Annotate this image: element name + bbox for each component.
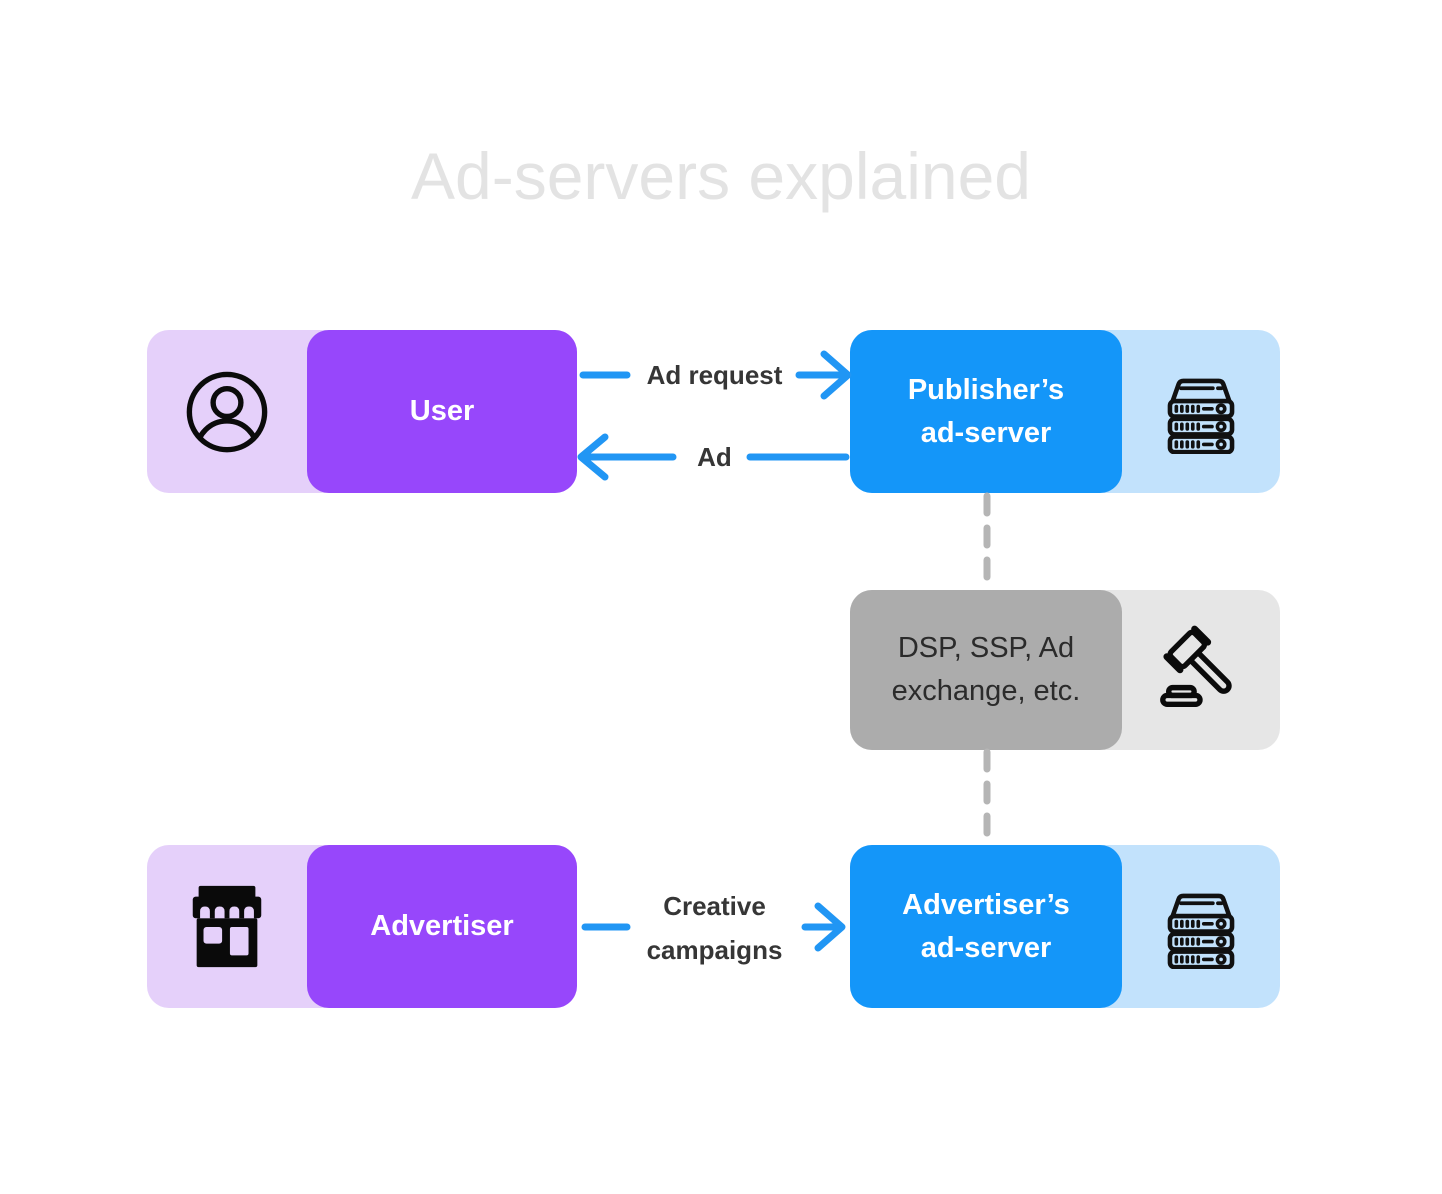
store-icon bbox=[180, 881, 274, 973]
publisher-icon-cell bbox=[1122, 330, 1280, 493]
publisher-adserver-node: Publisher’s ad-server bbox=[850, 330, 1280, 493]
dsp-icon-cell bbox=[1122, 590, 1280, 750]
publisher-label-box: Publisher’s ad-server bbox=[850, 330, 1122, 493]
advertiser-adserver-node: Advertiser’s ad-server bbox=[850, 845, 1280, 1008]
dsp-label-line2: exchange, etc. bbox=[891, 675, 1081, 707]
creative-campaigns-label: Creative campaigns bbox=[577, 884, 852, 972]
dsp-label-line1: DSP, SSP, Ad bbox=[897, 632, 1075, 664]
ad-request-arrow bbox=[579, 350, 852, 400]
dsp-node: DSP, SSP, Ad exchange, etc. bbox=[850, 590, 1280, 750]
connector-publisher-dsp bbox=[983, 492, 991, 592]
page-title: Ad-servers explained bbox=[411, 139, 1031, 213]
advertiser-adserver-icon-cell bbox=[1122, 845, 1280, 1008]
user-label-box: User bbox=[307, 330, 577, 493]
creative-campaigns-line1: Creative bbox=[663, 891, 766, 921]
advertiser-label: Advertiser bbox=[370, 910, 514, 942]
user-icon bbox=[184, 369, 270, 455]
dsp-label-box: DSP, SSP, Ad exchange, etc. bbox=[850, 590, 1122, 750]
advertiser-adserver-label-line1: Advertiser’s bbox=[902, 888, 1070, 921]
user-icon-cell bbox=[147, 330, 307, 493]
ad-label: Ad bbox=[697, 441, 732, 472]
creative-campaigns-line2: campaigns bbox=[646, 935, 783, 965]
user-label: User bbox=[409, 395, 475, 427]
dsp-label: DSP, SSP, Ad exchange, etc. bbox=[892, 627, 1081, 713]
advertiser-node: Advertiser bbox=[147, 845, 577, 1008]
connector-dsp-advertiser-adserver bbox=[983, 748, 991, 847]
publisher-label-line2: ad-server bbox=[920, 416, 1052, 449]
advertiser-icon-cell bbox=[147, 845, 307, 1008]
ad-arrow bbox=[577, 433, 850, 481]
server-icon bbox=[1157, 370, 1245, 454]
publisher-label: Publisher’s ad-server bbox=[908, 369, 1064, 455]
ad-request-label: Ad request bbox=[646, 359, 783, 390]
creative-campaigns-arrow bbox=[581, 902, 846, 952]
advertiser-adserver-label: Advertiser’s ad-server bbox=[902, 884, 1070, 970]
publisher-label-line1: Publisher’s bbox=[907, 373, 1065, 406]
server-icon bbox=[1157, 885, 1245, 969]
user-node: User bbox=[147, 330, 577, 493]
gavel-icon bbox=[1154, 623, 1248, 717]
advertiser-adserver-label-box: Advertiser’s ad-server bbox=[850, 845, 1122, 1008]
advertiser-adserver-label-line2: ad-server bbox=[920, 931, 1052, 964]
advertiser-label-box: Advertiser bbox=[307, 845, 577, 1008]
